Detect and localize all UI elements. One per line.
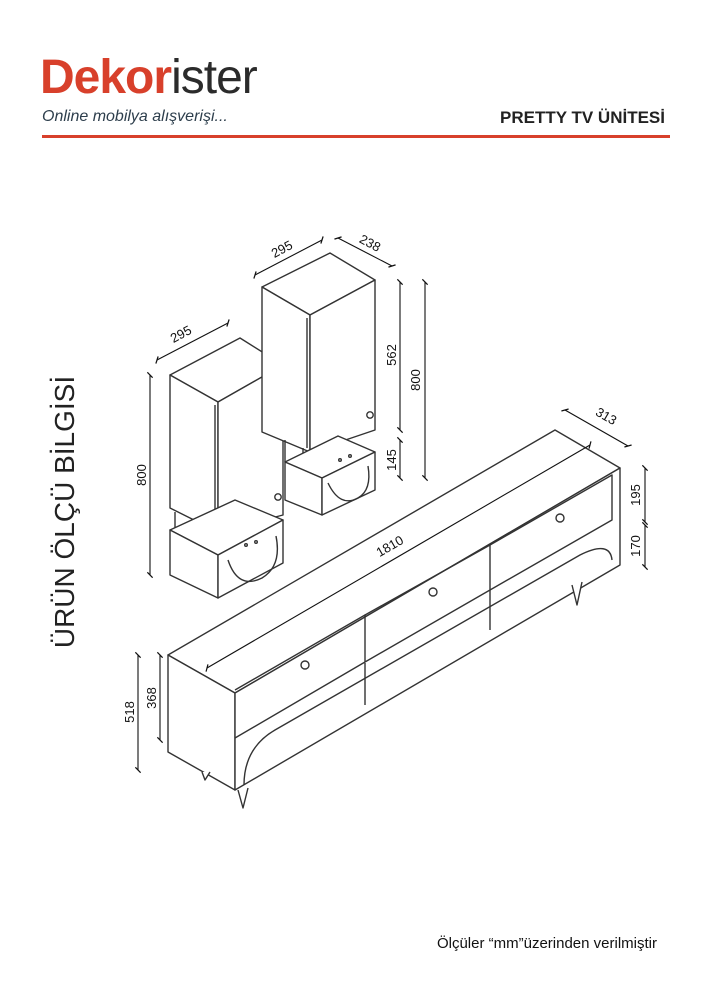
leg: [571, 581, 583, 606]
dim-right-cabinet-base-height: 145: [384, 449, 399, 471]
knob-icon: [366, 411, 374, 419]
brand-secondary: ister: [171, 51, 258, 104]
side-title-text: ÜRÜN ÖLÇÜ BİLGİSİ: [49, 376, 80, 648]
dim-tv-unit-depth: 313: [593, 404, 619, 428]
brand-tagline: Online mobilya alışverişi...: [42, 108, 228, 125]
dimension-lines: [134, 236, 649, 774]
product-title: PRETTY TV ÜNİTESİ: [500, 108, 665, 127]
dim-left-cabinet-height: 800: [134, 464, 149, 486]
dim-right-cabinet-depth: 238: [357, 231, 383, 254]
dim-tv-unit-total-height: 518: [122, 701, 137, 723]
dim-tv-unit-shelf-height: 170: [628, 535, 643, 557]
knob-icon: [428, 587, 438, 597]
brand-primary: Dekor: [40, 51, 172, 104]
dim-right-cabinet-width: 295: [269, 237, 295, 260]
leg: [237, 787, 249, 809]
leg: [201, 771, 211, 781]
dim-tv-unit-body-height: 368: [144, 687, 159, 709]
knob-icon: [300, 660, 310, 670]
side-title: ÜRÜN ÖLÇÜ BİLGİSİ: [49, 376, 80, 648]
dim-right-cabinet-body-height: 562: [384, 344, 399, 366]
dim-right-cabinet-total-height: 800: [408, 369, 423, 391]
header-divider: [42, 135, 670, 138]
knob-icon: [274, 493, 282, 501]
footer-note: Ölçüler “mm”üzerinden verilmiştir: [436, 935, 657, 952]
brand-logo: Dekorister: [40, 51, 258, 104]
knob-icon: [555, 513, 565, 523]
dim-tv-unit-drawer-height: 195: [628, 484, 643, 506]
